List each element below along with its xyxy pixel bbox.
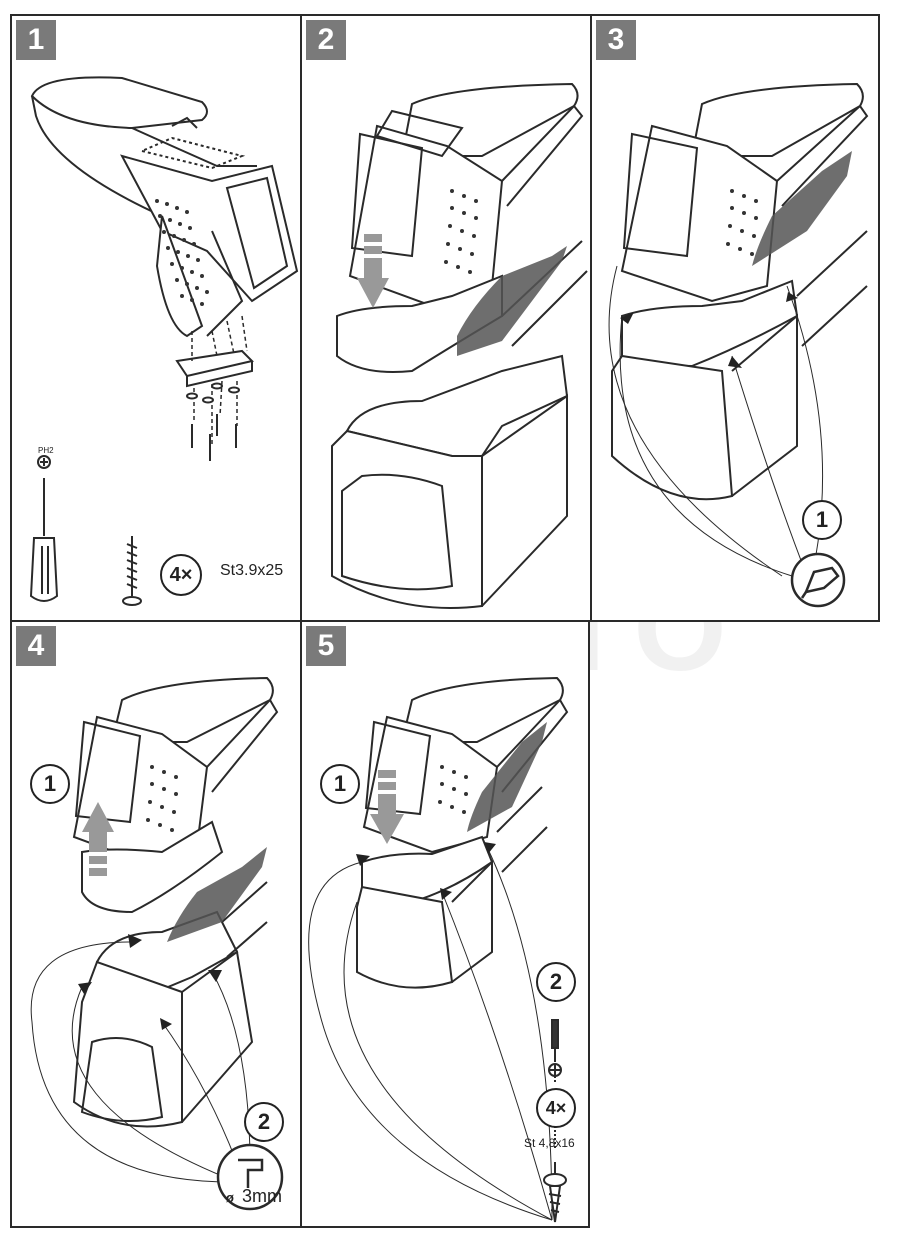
armrest-drilling-illustration xyxy=(608,82,869,608)
perforation-dots xyxy=(155,199,209,306)
drill-diameter-symbol: ø xyxy=(226,1190,234,1205)
wood-screw-icon xyxy=(122,536,142,606)
boot-fabric xyxy=(457,246,567,356)
armrest-fastening-illustration xyxy=(308,676,569,1223)
screwdriver-icon xyxy=(29,455,59,602)
screw-spec-label: St3.9x25 xyxy=(220,562,284,579)
armrest-exploded-illustration xyxy=(29,76,299,606)
step-callout-2: 2 xyxy=(244,1102,284,1142)
step-callout-1: 1 xyxy=(802,500,842,540)
screwdriver-and-screw-icon xyxy=(543,1019,567,1223)
down-arrow-icon xyxy=(370,770,404,844)
step-2-panel: 2 xyxy=(300,14,592,622)
armrest-removal-illustration xyxy=(30,676,284,1211)
step-number-badge: 3 xyxy=(596,20,636,60)
step-number-badge: 2 xyxy=(306,20,346,60)
step-1-panel: 1 xyxy=(10,14,302,622)
step-3-panel: 3 1 xyxy=(590,14,880,622)
screw-spec-label: St 4,8x16 xyxy=(524,1136,575,1150)
step-5-panel: 5 xyxy=(300,620,590,1228)
step-callout-1: 1 xyxy=(320,764,360,804)
quantity-badge: 4× xyxy=(536,1088,576,1128)
step-number-badge: 5 xyxy=(306,626,346,666)
step-number-badge: 1 xyxy=(16,20,56,60)
step-callout-1: 1 xyxy=(30,764,70,804)
drill-size-label: 3mm xyxy=(242,1186,282,1206)
down-arrow-icon xyxy=(357,234,389,308)
screwdriver-type-label: PH2 xyxy=(38,446,54,455)
step-4-panel: 4 xyxy=(10,620,302,1228)
armrest-lowering-illustration xyxy=(331,82,588,609)
step-callout-2: 2 xyxy=(536,962,576,1002)
up-arrow-icon xyxy=(82,802,114,876)
step-number-badge: 4 xyxy=(16,626,56,666)
drill-icon xyxy=(790,552,846,608)
quantity-badge: 4× xyxy=(160,554,202,596)
drill-bit-icon xyxy=(216,1143,284,1211)
mounting-screws xyxy=(186,382,240,461)
